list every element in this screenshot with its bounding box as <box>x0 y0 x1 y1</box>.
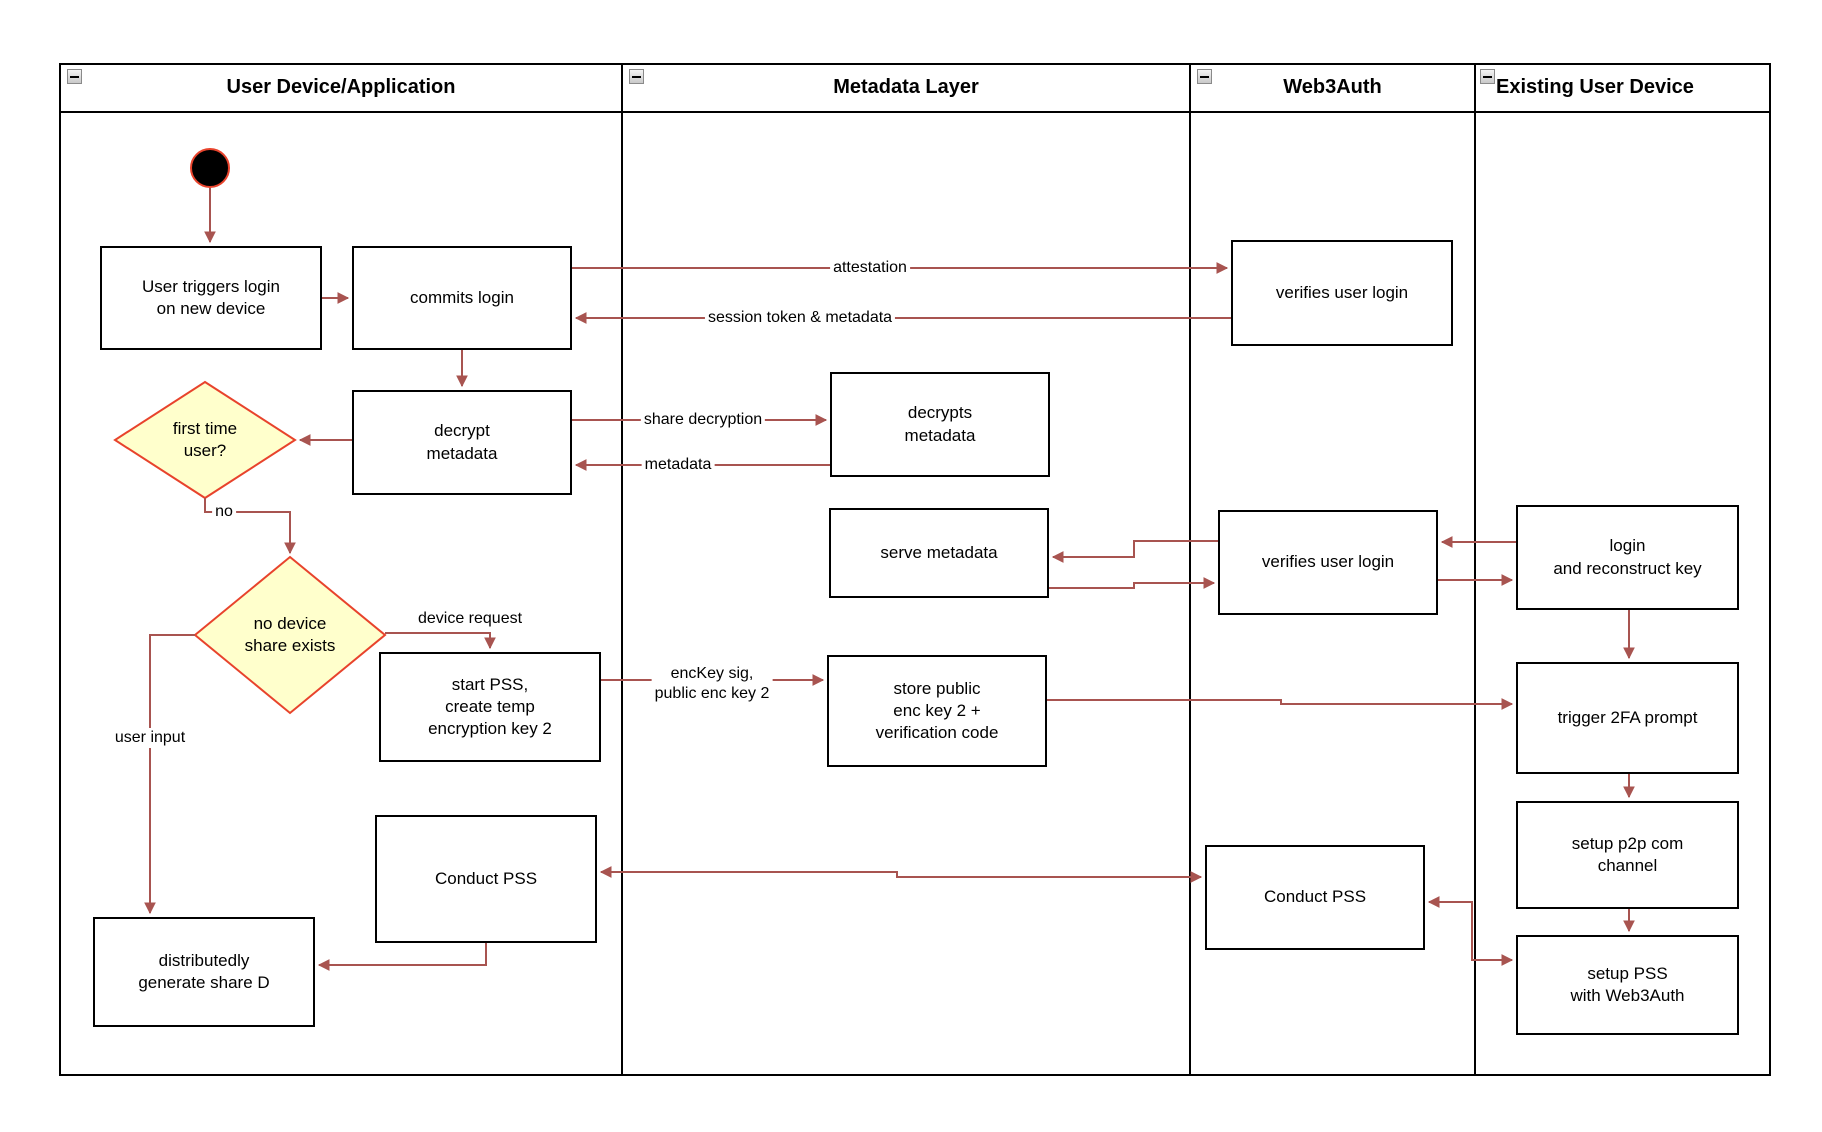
edge-conduct-pss-link[interactable] <box>599 866 1203 883</box>
decision-no-device-share[interactable] <box>193 555 387 715</box>
edge-label-metadata: metadata <box>641 455 715 475</box>
node-conduct-pss-device[interactable]: Conduct PSS <box>375 815 597 943</box>
collapse-icon[interactable] <box>1480 69 1495 84</box>
node-label: start PSS, create temp encryption key 2 <box>428 674 552 739</box>
node-label: serve metadata <box>880 542 998 562</box>
node-user-triggers-login[interactable]: User triggers login on new device <box>100 246 322 350</box>
node-label: User triggers login on new device <box>142 276 280 318</box>
node-label: trigger 2FA prompt <box>1557 707 1698 727</box>
node-verifies-user-login-top[interactable]: verifies user login <box>1231 240 1453 346</box>
start-node[interactable] <box>190 148 230 188</box>
edge-device-request[interactable] <box>385 632 496 650</box>
node-generate-share-d[interactable]: distributedly generate share D <box>93 917 315 1027</box>
node-label: commits login <box>410 287 514 307</box>
collapse-icon[interactable] <box>67 69 82 84</box>
lane-title-user-device[interactable]: User Device/Application <box>226 76 456 98</box>
edge-conduct-to-generate[interactable] <box>317 943 487 971</box>
node-verifies-user-login-mid[interactable]: verifies user login <box>1218 510 1438 615</box>
node-label: verifies user login <box>1261 552 1395 572</box>
node-login-reconstruct-key[interactable]: login and reconstruct key <box>1516 505 1739 610</box>
collapse-icon[interactable] <box>1197 69 1212 84</box>
node-commits-login[interactable]: commits login <box>352 246 572 350</box>
node-store-public-key[interactable]: store public enc key 2 + verification co… <box>827 655 1047 767</box>
edge-user-input[interactable] <box>144 634 195 915</box>
node-start-pss[interactable]: start PSS, create temp encryption key 2 <box>379 652 601 762</box>
node-label: decrypts metadata <box>904 403 976 445</box>
edge-label-session-token: session token & metadata <box>704 308 896 328</box>
decision-label-first-time-user: first time user? <box>172 418 238 460</box>
node-setup-p2p[interactable]: setup p2p com channel <box>1516 801 1739 909</box>
node-label: distributedly generate share D <box>138 950 270 992</box>
minus-glyph <box>1483 75 1492 78</box>
edge-no[interactable] <box>204 498 296 555</box>
node-label: verifies user login <box>1275 282 1409 302</box>
node-conduct-pss-web3auth[interactable]: Conduct PSS <box>1205 845 1425 950</box>
node-decrypt-metadata[interactable]: decrypt metadata <box>352 390 572 495</box>
decision-label-no-device-share: no device share exists <box>244 613 336 655</box>
edge-label-share-decryption: share decryption <box>640 410 766 430</box>
edge-verifies-to-serve[interactable] <box>1051 540 1218 563</box>
lane-title-metadata-layer[interactable]: Metadata Layer <box>833 76 979 98</box>
minus-glyph <box>632 75 641 78</box>
edge-label-user-input: user input <box>111 728 189 748</box>
node-label: Conduct PSS <box>1263 887 1367 907</box>
node-trigger-2fa[interactable]: trigger 2FA prompt <box>1516 662 1739 774</box>
minus-glyph <box>70 75 79 78</box>
edge-setup-pss-conduct-link[interactable] <box>1427 896 1514 966</box>
edge-label-enckey-sig: encKey sig, public enc key 2 <box>651 664 773 704</box>
node-label: Conduct PSS <box>434 868 538 888</box>
edge-serve-to-verifies[interactable] <box>1049 577 1216 589</box>
lane-title-existing-user-device[interactable]: Existing User Device <box>1496 76 1694 98</box>
node-label: setup p2p com channel <box>1571 833 1684 875</box>
edge-store-to-trigger2fa[interactable] <box>1047 698 1514 710</box>
edge-label-device-request: device request <box>417 610 523 627</box>
collapse-icon[interactable] <box>629 69 644 84</box>
node-serve-metadata[interactable]: serve metadata <box>829 508 1049 598</box>
edge-label-no: no <box>212 502 236 522</box>
lane-title-web3auth[interactable]: Web3Auth <box>1283 76 1382 98</box>
node-decrypts-metadata[interactable]: decrypts metadata <box>830 372 1050 477</box>
node-setup-pss-web3auth[interactable]: setup PSS with Web3Auth <box>1516 935 1739 1035</box>
node-label: setup PSS with Web3Auth <box>1570 963 1685 1005</box>
node-label: store public enc key 2 + verification co… <box>875 678 999 743</box>
minus-glyph <box>1200 75 1209 78</box>
edge-label-attestation: attestation <box>830 258 910 278</box>
node-label: login and reconstruct key <box>1553 536 1702 578</box>
node-label: decrypt metadata <box>426 421 498 463</box>
